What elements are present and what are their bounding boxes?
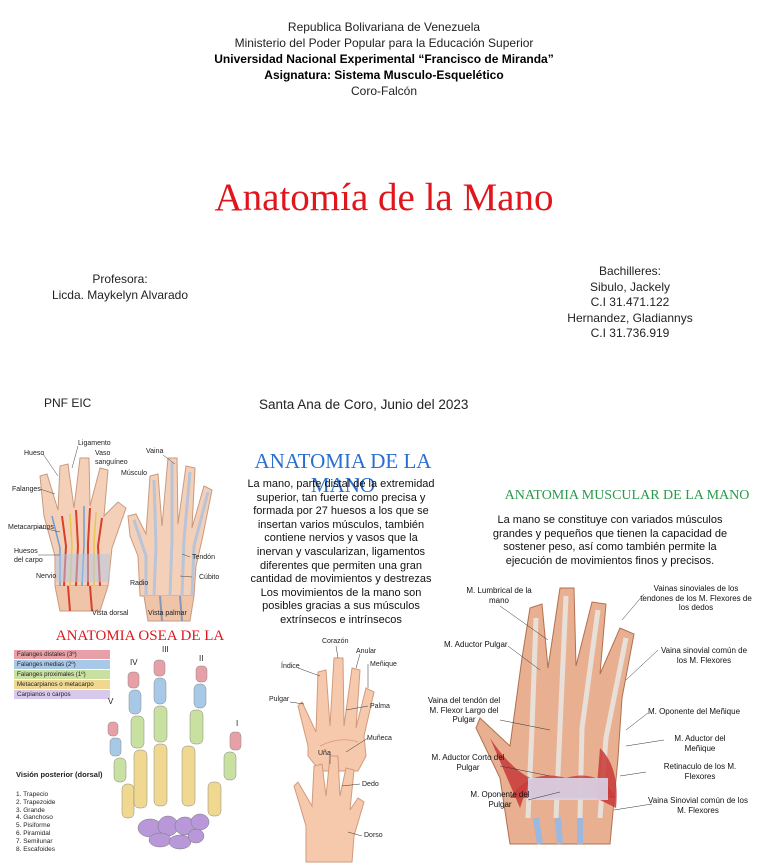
student-1-name: Sibulo, Jackely xyxy=(589,279,671,294)
label-pulgar: Pulgar xyxy=(269,696,290,703)
legend-metacarpal: Metacarpianos o metacarpo xyxy=(14,680,110,689)
finger-iii xyxy=(153,659,168,807)
student-2-ci: C.I 31.736.919 xyxy=(590,326,670,340)
carpal-item: 8. Escafoides xyxy=(16,845,56,853)
label-huesos-carpo: Huesos del carpo xyxy=(14,548,43,564)
label-vaina-comun-2: Vaina Sinovial común de los M. Flexores xyxy=(648,796,748,815)
label-vista-dorsal: Vista dorsal xyxy=(92,610,129,617)
bone-hand-illustration xyxy=(107,659,242,850)
label-ligamento: Ligamento xyxy=(78,440,111,447)
legend-distal: Falanges distales (3º) xyxy=(14,650,110,659)
roman-v: V xyxy=(108,697,114,706)
muscle-leader-lines xyxy=(499,593,665,811)
bone-legend: Falanges distales (3º) Falanges medias (… xyxy=(14,650,110,700)
vascular-hand-illustration xyxy=(37,445,213,622)
anatomy-section-title: ANATOMIA DE LA MANO xyxy=(254,449,432,497)
label-metacarpianos: Metacarpianos xyxy=(8,524,54,531)
legend-carpal: Carpianos o carpos xyxy=(14,690,110,699)
label-retinaculo: Retinaculo de los M. Flexores xyxy=(663,762,737,781)
finger-v xyxy=(107,721,135,819)
bone-section-title: ANATOMIA OSEA DE LA xyxy=(55,628,225,644)
program-label: PNF EIC xyxy=(44,396,92,410)
carpal-item: 6. Piramidal xyxy=(16,829,51,837)
legend-medial: Falanges medias (2º) xyxy=(14,660,110,669)
vascular-hand-figure: Hueso Ligamento Vaso sanguíneo Músculo V… xyxy=(0,436,240,626)
label-anular: Anular xyxy=(356,648,377,655)
label-una: Uña xyxy=(318,750,331,757)
carpal-item: 5. Pisiforme xyxy=(16,822,51,830)
label-dedo: Dedo xyxy=(362,781,379,788)
roman-i: I xyxy=(236,719,239,728)
label-menique: Meñique xyxy=(370,661,397,668)
carpal-item: 7. Semilunar xyxy=(16,837,53,845)
label-tendon: Tendón xyxy=(192,554,215,561)
carpal-list: 1. Trapecio 2. Trapezoide 3. Grande 4. G… xyxy=(16,791,55,853)
label-musculo: Músculo xyxy=(121,470,148,477)
students-block: Bachilleres: Sibulo, Jackely C.I 31.471.… xyxy=(540,264,720,342)
label-palma: Palma xyxy=(370,703,390,710)
label-cubito: Cúbito xyxy=(199,574,220,581)
city-line: Coro-Falcón xyxy=(350,84,418,98)
label-hueso: Hueso xyxy=(24,450,45,457)
ministry-line: Ministerio del Poder Popular para la Edu… xyxy=(234,36,534,50)
institution-header: Republica Bolivariana de Venezuela Minis… xyxy=(0,19,768,99)
label-oponente-pulgar: M. Oponente del Pulgar xyxy=(470,790,530,809)
carpal-item: 4. Ganchoso xyxy=(16,814,53,822)
label-aductor-pulgar: M. Aductor Pulgar xyxy=(444,640,508,649)
student-1-ci: C.I 31.471.122 xyxy=(590,295,670,309)
label-vaso: Vaso sanguíneo xyxy=(95,450,128,466)
label-radio: Radio xyxy=(130,580,149,587)
page-title: Anatomía de la Mano xyxy=(214,176,554,219)
finger-i xyxy=(207,731,242,817)
roman-iii: III xyxy=(162,645,169,654)
label-corazon: Corazón xyxy=(322,638,349,645)
professor-block: Profesora: Licda. Maykelyn Alvarado xyxy=(30,272,210,303)
label-vista-palmar: Vista palmar xyxy=(148,610,187,617)
subject-line: Asignatura: Sistema Musculo-Esquelético xyxy=(264,68,504,82)
label-muneca: Muñeca xyxy=(367,735,392,742)
roman-iv: IV xyxy=(130,658,138,667)
finger-iv xyxy=(127,671,148,809)
anatomy-section-text: La mano, parte distal de la extremidad s… xyxy=(247,478,435,626)
label-nervio: Nervio xyxy=(36,573,57,580)
roman-ii: II xyxy=(199,654,204,663)
carpal-item: 2. Trapezoide xyxy=(16,798,56,806)
label-vaina-comun: Vaina sinovial común de los M. Flexores xyxy=(660,646,748,665)
surface-hand-illustration xyxy=(289,645,375,863)
carpal-item: 1. Trapecio xyxy=(16,791,49,798)
place-date: Santa Ana de Coro, Junio del 2023 xyxy=(259,397,469,412)
label-indice: Índice xyxy=(281,663,300,670)
student-2-name: Hernandez, Gladiannys xyxy=(567,310,693,325)
label-vaina: Vaina xyxy=(146,448,164,455)
muscular-section-text: La mano se constituye con variados múscu… xyxy=(492,514,728,567)
label-vaina-flexor: Vaina del tendón del M. Flexor Largo del… xyxy=(427,696,501,724)
muscle-hand-illustration xyxy=(475,587,635,845)
muscular-section-title: ANATOMIA MUSCULAR DE LA MANO xyxy=(504,488,750,503)
professor-label: Profesora: xyxy=(92,272,148,286)
legend-proximal: Falanges proximales (1º) xyxy=(14,670,110,679)
label-lumbrical: M. Lumbrical de la mano xyxy=(466,586,532,605)
students-label: Bachilleres: xyxy=(598,264,662,278)
label-aductor-menique: M. Aductor del Meñique xyxy=(674,734,726,753)
label-falanges: Falanges xyxy=(12,486,41,493)
carpals xyxy=(137,813,210,850)
university-line: Universidad Nacional Experimental “Franc… xyxy=(214,52,554,66)
label-vainas-sinoviales: Vainas sinoviales de los tendones de los… xyxy=(640,584,752,612)
label-aductor-corto: M. Aductor Corto del Pulgar xyxy=(431,753,505,772)
label-dorso: Dorso xyxy=(364,832,383,839)
country-line: Republica Bolivariana de Venezuela xyxy=(287,20,481,34)
label-oponente-menique: M. Oponente del Meñique xyxy=(647,707,741,716)
professor-name: Licda. Maykelyn Alvarado xyxy=(51,287,189,302)
carpal-item: 3. Grande xyxy=(16,806,45,814)
finger-ii xyxy=(181,665,208,807)
vision-title: Visión posterior (dorsal) xyxy=(16,770,103,779)
